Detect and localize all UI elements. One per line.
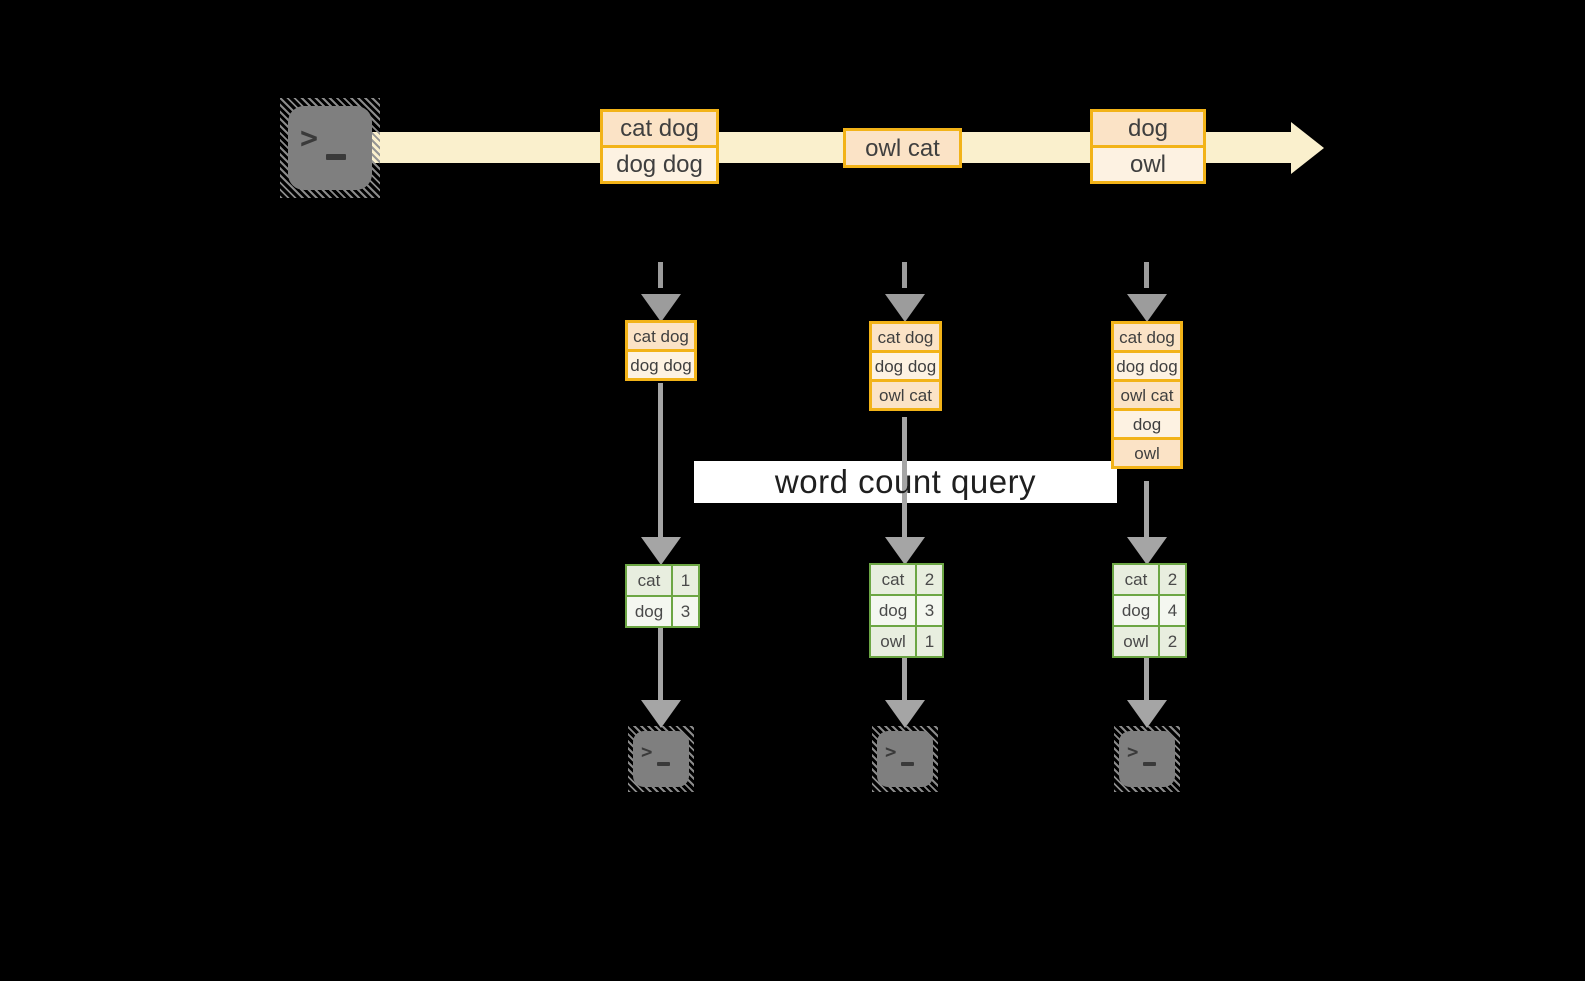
query-label: word count query	[774, 463, 1037, 500]
ingest-arrow-dash	[1144, 262, 1149, 288]
batch-row: owl cat	[843, 128, 962, 168]
stack-row: dog dog	[1111, 350, 1183, 382]
stack-row: owl cat	[869, 379, 942, 411]
query-arrow-line	[658, 383, 663, 537]
terminal-prompt-dash	[1143, 762, 1156, 766]
accumulated-stack-3: cat dog dog dog owl cat dog owl	[1111, 321, 1183, 469]
source-terminal-icon: >	[280, 98, 380, 198]
output-arrow-line	[902, 658, 907, 702]
output-terminal-icon: >	[872, 726, 938, 792]
word-cell: owl	[869, 625, 917, 658]
result-table-1: cat 1 dog 3	[625, 564, 700, 628]
count-cell: 2	[915, 563, 944, 596]
output-terminal-icon: >	[1114, 726, 1180, 792]
stack-row: dog dog	[869, 350, 942, 382]
stack-row: dog dog	[625, 349, 697, 381]
stream-batch-2: owl cat	[843, 128, 962, 168]
count-cell: 1	[671, 564, 700, 597]
table-row: cat 1	[625, 564, 700, 597]
stream-arrowhead-icon	[1291, 122, 1324, 174]
batch-row: owl	[1090, 145, 1206, 184]
query-arrow-line	[1144, 481, 1149, 537]
batch-row: dog	[1090, 109, 1206, 148]
word-cell: dog	[625, 595, 673, 628]
table-row: dog 3	[869, 594, 944, 627]
terminal-screen	[877, 731, 933, 787]
accumulated-stack-2: cat dog dog dog owl cat	[869, 321, 942, 411]
output-arrow-line	[1144, 658, 1149, 702]
word-cell: cat	[625, 564, 673, 597]
word-cell: cat	[869, 563, 917, 596]
table-row: dog 4	[1112, 594, 1187, 627]
table-row: owl 1	[869, 625, 944, 658]
terminal-prompt-dash	[901, 762, 914, 766]
terminal-prompt-chevron: >	[885, 741, 897, 763]
word-cell: dog	[1112, 594, 1160, 627]
table-row: dog 3	[625, 595, 700, 628]
table-row: cat 2	[869, 563, 944, 596]
batch-row: dog dog	[600, 145, 719, 184]
terminal-screen	[288, 106, 372, 190]
word-cell: dog	[869, 594, 917, 627]
stack-row: cat dog	[1111, 321, 1183, 353]
result-table-3: cat 2 dog 4 owl 2	[1112, 563, 1187, 658]
output-arrowhead-icon	[885, 700, 925, 728]
terminal-screen	[1119, 731, 1175, 787]
word-cell: cat	[1112, 563, 1160, 596]
stack-row: dog	[1111, 408, 1183, 440]
stack-row: cat dog	[625, 320, 697, 352]
terminal-prompt-chevron: >	[641, 741, 653, 763]
ingest-arrowhead-icon	[1127, 294, 1167, 322]
word-cell: owl	[1112, 625, 1160, 658]
terminal-screen	[633, 731, 689, 787]
table-row: owl 2	[1112, 625, 1187, 658]
terminal-prompt-dash	[326, 154, 346, 160]
stack-row: cat dog	[869, 321, 942, 353]
ingest-arrowhead-icon	[885, 294, 925, 322]
terminal-prompt-chevron: >	[1127, 741, 1139, 763]
ingest-arrow-dash	[902, 262, 907, 288]
count-cell: 3	[915, 594, 944, 627]
output-arrowhead-icon	[1127, 700, 1167, 728]
query-arrowhead-icon	[641, 537, 681, 565]
output-arrow-line	[658, 628, 663, 702]
terminal-prompt-dash	[657, 762, 670, 766]
output-arrowhead-icon	[641, 700, 681, 728]
stream-batch-3: dog owl	[1090, 109, 1206, 184]
terminal-prompt-chevron: >	[300, 121, 319, 156]
count-cell: 1	[915, 625, 944, 658]
accumulated-stack-1: cat dog dog dog	[625, 320, 697, 381]
output-terminal-icon: >	[628, 726, 694, 792]
count-cell: 4	[1158, 594, 1187, 627]
batch-row: cat dog	[600, 109, 719, 148]
stack-row: owl	[1111, 437, 1183, 469]
count-cell: 2	[1158, 625, 1187, 658]
result-table-2: cat 2 dog 3 owl 1	[869, 563, 944, 658]
stream-batch-1: cat dog dog dog	[600, 109, 719, 184]
table-row: cat 2	[1112, 563, 1187, 596]
stack-row: owl cat	[1111, 379, 1183, 411]
query-arrow-line	[902, 417, 907, 537]
count-cell: 3	[671, 595, 700, 628]
query-arrowhead-icon	[885, 537, 925, 565]
ingest-arrow-dash	[658, 262, 663, 288]
ingest-arrowhead-icon	[641, 294, 681, 322]
count-cell: 2	[1158, 563, 1187, 596]
query-arrowhead-icon	[1127, 537, 1167, 565]
